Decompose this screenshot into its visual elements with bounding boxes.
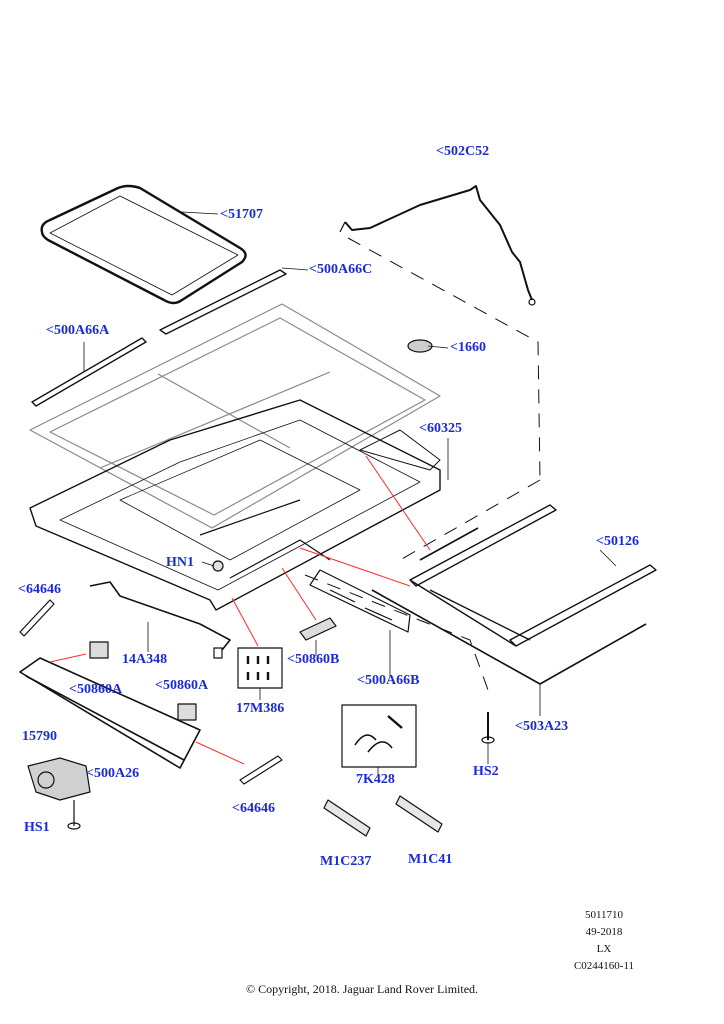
screw-hs2-part[interactable] bbox=[481, 712, 495, 744]
adhesive-tube-1-part[interactable] bbox=[323, 799, 371, 837]
callout-17m386[interactable]: 17M386 bbox=[236, 701, 285, 716]
callout-hs1[interactable]: HS1 bbox=[24, 820, 50, 835]
front-trim-strip-part[interactable] bbox=[159, 269, 287, 335]
glass-seal-part[interactable] bbox=[40, 184, 247, 305]
red-leader-lines bbox=[49, 455, 431, 765]
callout-64646-left[interactable]: <64646 bbox=[18, 582, 61, 597]
motor-part[interactable] bbox=[27, 757, 91, 801]
clip-kit-part[interactable] bbox=[341, 704, 417, 768]
drain-hose-part[interactable] bbox=[339, 185, 536, 306]
callout-500a26[interactable]: <500A26 bbox=[86, 766, 140, 781]
bracket-b-part[interactable] bbox=[299, 617, 337, 641]
callout-1660[interactable]: <1660 bbox=[450, 340, 486, 355]
callout-500a66c[interactable]: <500A66C bbox=[309, 262, 373, 277]
callout-50860a-right[interactable]: <50860A bbox=[155, 678, 209, 693]
callout-64646-right[interactable]: <64646 bbox=[232, 801, 275, 816]
pad-b-part[interactable] bbox=[239, 755, 283, 785]
bracket-a2-part[interactable] bbox=[177, 703, 197, 721]
callout-15790[interactable]: 15790 bbox=[22, 729, 57, 744]
reference-dashes bbox=[304, 237, 541, 691]
screw-kit-part[interactable] bbox=[237, 647, 283, 689]
callout-14a348[interactable]: 14A348 bbox=[122, 652, 168, 667]
callout-50860a-left[interactable]: <50860A bbox=[69, 682, 123, 697]
nut-part[interactable] bbox=[212, 560, 224, 572]
callout-503a23[interactable]: <503A23 bbox=[515, 719, 569, 734]
callout-50126[interactable]: <50126 bbox=[596, 534, 639, 549]
callout-500a66b[interactable]: <500A66B bbox=[357, 673, 420, 688]
meta-block: 5011710 49-2018 LX C0244160-11 bbox=[564, 909, 644, 972]
drive-cable-part[interactable] bbox=[371, 527, 647, 685]
glass-roof-panel[interactable] bbox=[29, 303, 441, 529]
callout-500a66a[interactable]: <500A66A bbox=[46, 323, 110, 338]
side-trim-strip-part[interactable] bbox=[31, 337, 147, 407]
meta-line-1: 5011710 bbox=[584, 909, 624, 921]
bracket-a1-part[interactable] bbox=[89, 641, 109, 659]
adhesive-tube-2-part[interactable] bbox=[395, 795, 443, 833]
screw-hs1-part[interactable] bbox=[67, 800, 81, 830]
roof-frame-part[interactable] bbox=[29, 399, 441, 611]
sunblind-part[interactable] bbox=[19, 657, 201, 769]
callout-hs2[interactable]: HS2 bbox=[473, 764, 499, 779]
leader-lines bbox=[83, 211, 617, 776]
seal-rim-part[interactable] bbox=[359, 429, 441, 471]
meta-line-4: C0244160-11 bbox=[573, 960, 635, 972]
wiring-harness-part[interactable] bbox=[89, 581, 231, 659]
callout-m1c237[interactable]: M1C237 bbox=[320, 854, 372, 869]
meta-line-3: LX bbox=[596, 943, 612, 955]
pad-a-part[interactable] bbox=[19, 599, 55, 637]
guide-rail-part[interactable] bbox=[409, 504, 657, 647]
callout-hn1[interactable]: HN1 bbox=[166, 555, 194, 570]
copyright-text: © Copyright, 2018. Jaguar Land Rover Lim… bbox=[245, 982, 479, 996]
callout-502c52[interactable]: <502C52 bbox=[436, 144, 490, 159]
rear-trim-part[interactable] bbox=[309, 569, 411, 633]
callout-m1c41[interactable]: M1C41 bbox=[408, 852, 453, 867]
callout-7k428[interactable]: 7K428 bbox=[356, 772, 395, 787]
callout-60325[interactable]: <60325 bbox=[419, 421, 462, 436]
meta-line-2: 49-2018 bbox=[585, 926, 623, 938]
callout-50860b[interactable]: <50860B bbox=[287, 652, 340, 667]
callout-51707[interactable]: <51707 bbox=[220, 207, 263, 222]
